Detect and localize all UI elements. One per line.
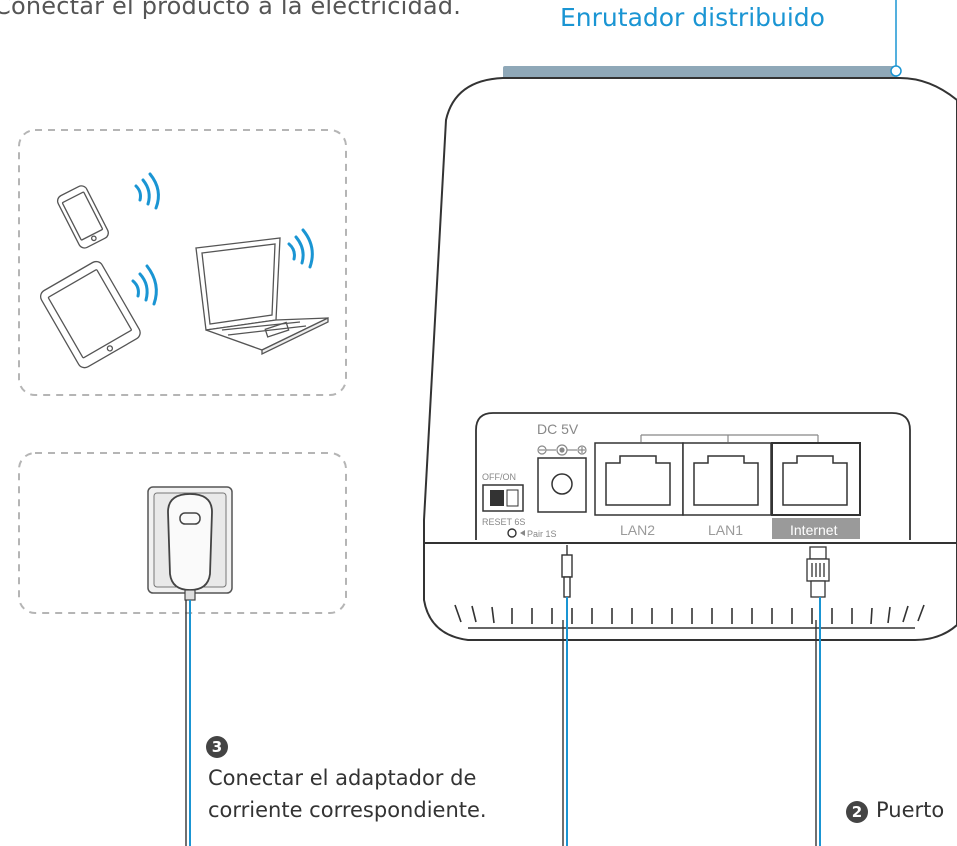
wifi-icon xyxy=(287,228,314,269)
reset-pair-button[interactable] xyxy=(507,528,517,538)
wifi-icon xyxy=(134,172,160,210)
port-lan2[interactable] xyxy=(594,442,684,516)
step3-text-line2: corriente correspondiente. xyxy=(208,798,487,822)
switch-label: OFF/ON xyxy=(482,472,516,482)
step3-text-line1: Conectar el adaptador de xyxy=(208,766,477,790)
led-callout-point xyxy=(890,65,902,77)
tablet-icon xyxy=(39,260,141,369)
rj45-plug-icon xyxy=(806,546,830,598)
port-label-internet: Internet xyxy=(790,522,838,538)
dc-label: DC 5V xyxy=(537,421,579,437)
power-outlet-box xyxy=(18,452,347,614)
port-label-lan1: LAN1 xyxy=(708,522,743,538)
phone-icon xyxy=(56,185,109,249)
step2-badge: 2 xyxy=(846,801,868,823)
wifi-icon xyxy=(131,264,158,306)
reset-label: RESET 6S xyxy=(482,517,525,527)
router-led-bar xyxy=(503,66,897,80)
step2-label: Puerto xyxy=(876,798,945,822)
step3-badge: 3 xyxy=(206,736,228,758)
power-adapter-icon xyxy=(167,493,213,601)
router-title: Enrutador distribuido xyxy=(560,3,825,32)
router-base xyxy=(423,542,957,641)
port-internet[interactable] xyxy=(771,442,861,539)
dc-polarity-icon xyxy=(537,444,587,456)
wireless-devices-box xyxy=(18,129,347,396)
connection-lines xyxy=(189,597,821,846)
pair-label: Pair 1S xyxy=(527,529,557,539)
port-label-lan2: LAN2 xyxy=(620,522,655,538)
instruction-text: Conectar el producto a la electricidad. xyxy=(0,0,462,20)
laptop-icon xyxy=(195,237,329,356)
port-lan1[interactable] xyxy=(682,442,772,516)
router-vents xyxy=(454,604,925,625)
